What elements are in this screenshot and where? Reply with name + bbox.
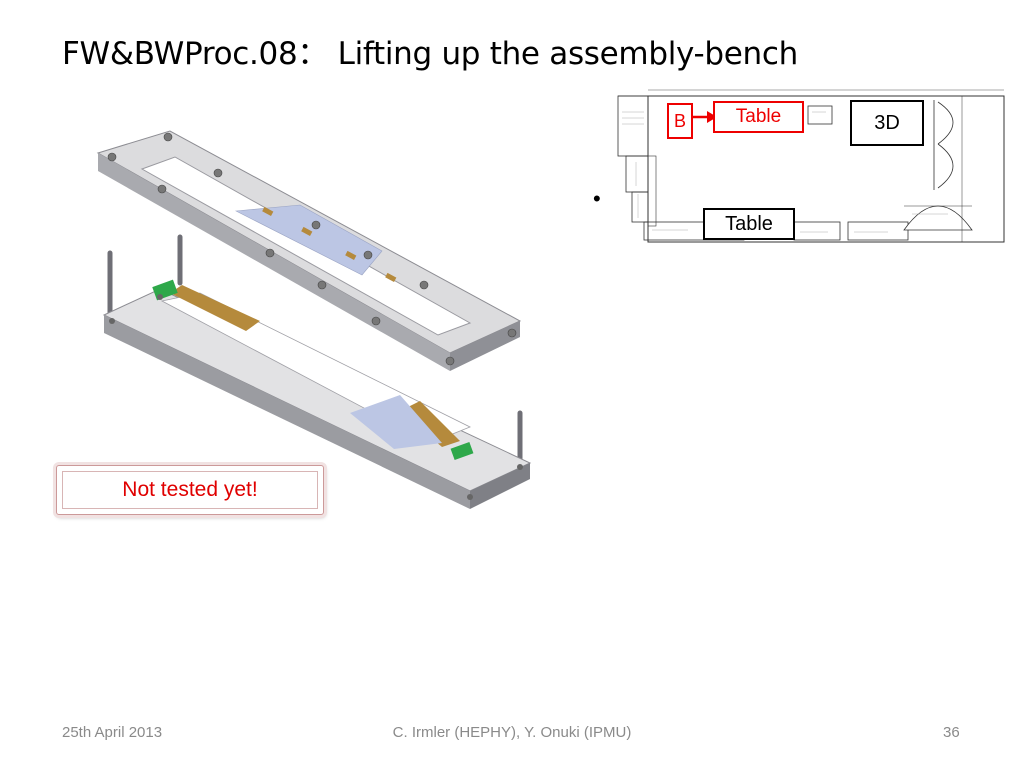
top-plate (96, 130, 522, 371)
not-tested-label: Not tested yet! (122, 478, 258, 501)
not-tested-callout: Not tested yet! (56, 465, 324, 515)
floorplan-label-b: B (667, 103, 693, 139)
footer-authors: C. Irmler (HEPHY), Y. Onuki (IPMU) (392, 724, 632, 741)
arrow-right-icon (693, 111, 717, 123)
slide-title: FW&BWProc.08： Lifting up the assembly-be… (62, 36, 798, 72)
callout-inner-border (62, 471, 318, 509)
floorplan-label-table: Table (703, 208, 795, 240)
floorplan-label-table-red: Table (713, 101, 804, 133)
assembly-bench-render (96, 130, 532, 509)
footer-date: 25th April 2013 (62, 724, 163, 741)
base-plate (102, 279, 532, 509)
bullet-point: • (593, 186, 601, 211)
floorplan-label-3d: 3D (850, 100, 924, 146)
footer-page-number: 36 (943, 724, 960, 741)
